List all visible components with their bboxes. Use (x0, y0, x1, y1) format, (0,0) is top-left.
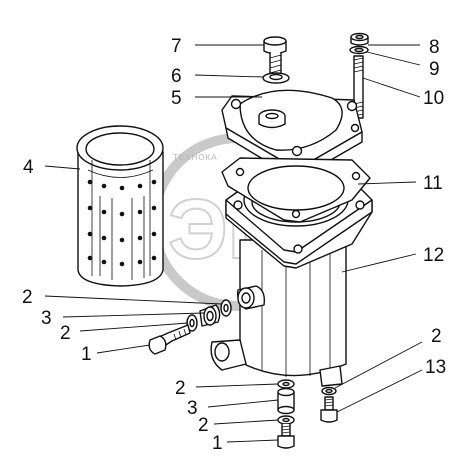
callout-1-a: 1 (81, 344, 92, 365)
callout-13: 13 (425, 357, 446, 378)
callout-2-c: 2 (431, 326, 442, 347)
banjo-fitting-bottom (277, 379, 295, 449)
callout-1-b: 1 (212, 433, 223, 454)
callout-3-b: 3 (187, 398, 198, 419)
callout-labels: 7 6 5 8 9 10 4 11 12 2 3 2 1 2 13 2 3 2 … (22, 36, 446, 454)
leader-lines (44, 44, 423, 443)
banjo-part-3-side (199, 304, 221, 327)
callout-9: 9 (429, 59, 440, 80)
washer-part-2-bottom-b (277, 415, 295, 425)
bolt-part-7 (263, 36, 287, 75)
callout-3-a: 3 (41, 308, 52, 329)
callout-2-d: 2 (175, 378, 186, 399)
callout-6: 6 (171, 66, 182, 87)
callout-2-b: 2 (60, 323, 71, 344)
nut-part-8 (350, 32, 369, 46)
filter-element-part-4 (76, 125, 164, 287)
stud-part-10 (353, 55, 364, 119)
washer-part-2-side-a (220, 299, 232, 317)
gasket-part-11 (221, 157, 371, 223)
drain-plug-part-13 (320, 396, 338, 423)
banjo-part-3-bottom (277, 387, 295, 415)
callout-11: 11 (423, 173, 443, 194)
washer-part-9 (349, 45, 369, 55)
callout-5: 5 (171, 88, 182, 109)
banjo-fitting-side (148, 299, 232, 355)
watermark-small-text: ТЕХНОКА (173, 153, 218, 162)
callout-10: 10 (423, 88, 444, 109)
washer-part-2-bottom-a (277, 379, 295, 389)
banjo-bolt-part-1-side (148, 324, 191, 355)
callout-2-a: 2 (22, 287, 33, 308)
callout-8: 8 (429, 37, 440, 58)
callout-2-e: 2 (198, 415, 209, 436)
cover-part-5 (221, 89, 363, 177)
drain-washer-part-2 (321, 386, 337, 396)
callout-7: 7 (171, 36, 182, 57)
callout-12: 12 (423, 245, 444, 266)
washer-part-6 (262, 72, 290, 84)
banjo-bolt-part-1-bottom (277, 424, 295, 449)
callout-4: 4 (23, 157, 34, 178)
filter-perforations (87, 179, 157, 267)
